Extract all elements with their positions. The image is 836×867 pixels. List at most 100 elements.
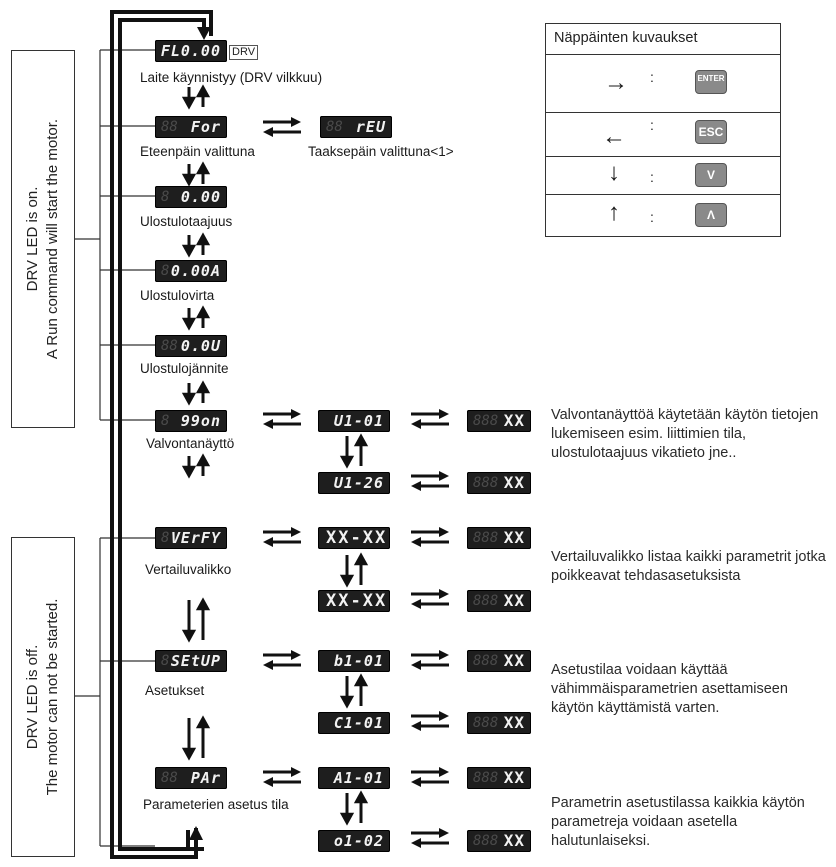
display-verify-item-2: XX-XX xyxy=(318,590,390,612)
drv-on-line1: DRV LED is on. xyxy=(24,186,41,292)
display-dim: 888 xyxy=(473,593,499,609)
drv-off-line1: DRV LED is off. xyxy=(24,644,41,750)
up-arrow-icon xyxy=(195,305,211,328)
left-arrow-icon xyxy=(411,481,449,491)
up-arrow-icon xyxy=(195,161,211,184)
enter-key-icon: ENTER xyxy=(695,70,727,94)
display-u1-01: U1-01 xyxy=(318,410,390,432)
label-current: Ulostulovirta xyxy=(140,288,215,303)
left-arrow-icon xyxy=(411,721,449,731)
display-text: o1-02 xyxy=(333,832,384,850)
display-dim: 888 xyxy=(473,833,499,849)
label-startup: Laite käynnistyy (DRV vilkkuu) xyxy=(140,70,323,85)
display-text: 0.00A xyxy=(170,262,221,280)
right-arrow-icon xyxy=(263,117,301,127)
down-arrow-icon xyxy=(181,87,197,110)
up-key-icon: Λ xyxy=(695,203,727,227)
left-arrow-icon xyxy=(263,537,301,547)
left-arrow-icon xyxy=(411,599,449,609)
up-arrow-icon xyxy=(353,790,369,823)
display-dim: 888 xyxy=(473,715,499,731)
left-arrow-icon xyxy=(263,419,301,429)
display-dim: 88 xyxy=(161,770,178,786)
left-arrow-icon xyxy=(411,537,449,547)
display-setup: 8 SEtUP xyxy=(155,650,227,672)
right-arrow-icon xyxy=(411,409,449,419)
display-text: b1-01 xyxy=(333,652,384,670)
left-arrow-icon xyxy=(411,777,449,787)
right-arrow-icon xyxy=(411,471,449,481)
up-arrow-icon xyxy=(195,232,211,255)
display-dim: 888 xyxy=(473,413,499,429)
display-text: 0.00 xyxy=(180,188,221,206)
label-forward: Eteenpäin valittuna xyxy=(140,144,255,159)
down-arrow-icon xyxy=(181,383,197,406)
display-verify-item-1: XX-XX xyxy=(318,527,390,549)
legend-colon: : xyxy=(650,209,654,225)
display-text: For xyxy=(190,118,221,136)
display-dim: 8 xyxy=(161,653,170,669)
drv-on-text: DRV LED is on. A Run command will start … xyxy=(23,51,63,427)
display-dim: 8 xyxy=(161,530,170,546)
down-arrow-icon: ↓ xyxy=(608,159,620,186)
up-arrow-icon xyxy=(195,715,211,758)
display-text: XX-XX xyxy=(326,591,388,611)
display-dim: 8 xyxy=(161,189,170,205)
display-text: XX xyxy=(503,411,525,430)
right-arrow-icon xyxy=(263,409,301,419)
down-arrow-icon xyxy=(181,235,197,258)
display-dim: 8 xyxy=(161,413,170,429)
right-arrow-icon xyxy=(411,650,449,660)
display-text: rEU xyxy=(355,118,386,136)
label-verify: Vertailuvalikko xyxy=(145,562,232,577)
display-text: XX xyxy=(503,768,525,787)
display-dim: 888 xyxy=(473,653,499,669)
legend-colon: : xyxy=(650,117,654,133)
right-arrow-icon xyxy=(411,767,449,777)
desc-verify: Vertailuvalikko listaa kaikki parametrit… xyxy=(551,549,826,584)
display-dim: 88 xyxy=(161,338,178,354)
label-monitor: Valvontanäyttö xyxy=(146,436,235,451)
display-startup: FL0.00 xyxy=(155,40,227,62)
up-arrow-icon xyxy=(195,453,211,476)
up-arrow-icon xyxy=(195,380,211,403)
down-arrow-icon xyxy=(181,718,197,761)
down-arrow-icon xyxy=(339,676,355,709)
down-arrow-icon xyxy=(181,164,197,187)
left-arrow-icon xyxy=(263,660,301,670)
display-text: PAr xyxy=(190,769,221,787)
label-param: Parameterien asetus tila xyxy=(143,797,289,812)
down-key-icon: V xyxy=(695,163,727,187)
display-text: XX xyxy=(503,473,525,492)
down-arrow-icon xyxy=(181,456,197,479)
display-text: U1-26 xyxy=(333,474,384,492)
left-arrow-icon xyxy=(263,777,301,787)
down-arrow-icon xyxy=(339,555,355,588)
display-dim: 88 xyxy=(161,119,178,135)
label-frequency: Ulostulotaajuus xyxy=(140,214,233,229)
down-key-label: V xyxy=(706,168,715,182)
up-arrow-icon: ↑ xyxy=(608,199,620,226)
display-text: SEtUP xyxy=(170,652,221,670)
right-arrow-icon xyxy=(263,767,301,777)
up-arrow-icon xyxy=(195,597,211,640)
up-arrow-icon xyxy=(195,84,211,107)
up-arrow-icon xyxy=(353,673,369,706)
legend-row-down: ↓ : V xyxy=(546,156,780,195)
esc-key-label: ESC xyxy=(698,125,724,139)
legend-colon: : xyxy=(650,169,654,185)
display-text: 0.0U xyxy=(180,337,221,355)
drv-off-box: DRV LED is off. The motor can not be sta… xyxy=(11,537,75,857)
display-text: A1-01 xyxy=(333,769,384,787)
up-arrow-icon xyxy=(353,552,369,585)
right-arrow-icon xyxy=(411,527,449,537)
display-voltage: 88 0.0U xyxy=(155,335,227,357)
desc-param: Parametrin asetustilassa kaikkia käytön … xyxy=(551,795,805,849)
display-text: XX xyxy=(503,651,525,670)
left-arrow-icon xyxy=(263,127,301,137)
